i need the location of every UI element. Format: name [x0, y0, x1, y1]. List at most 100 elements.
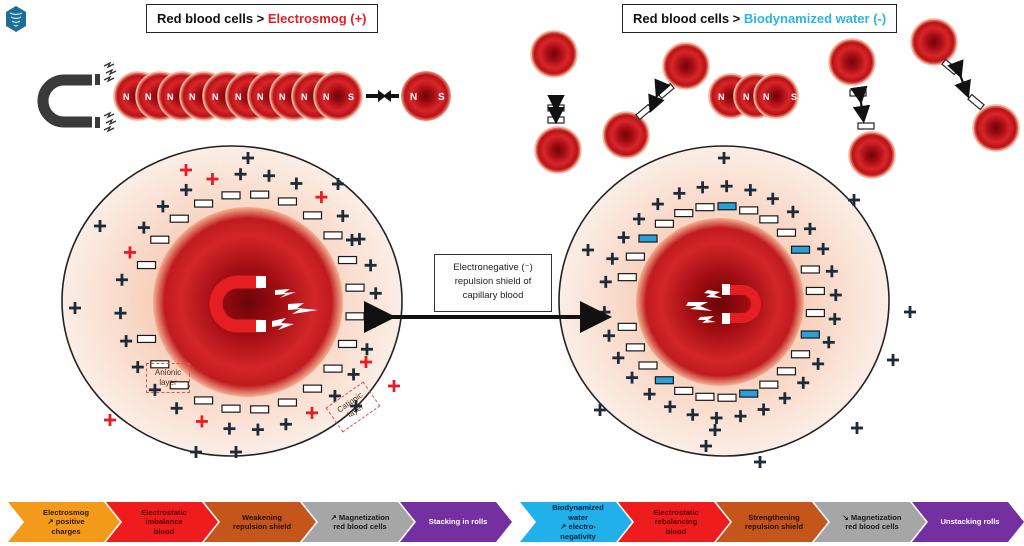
- right-panel-title: Red blood cells > Biodynamized water (-): [622, 4, 898, 33]
- negative-charge-marker: [849, 89, 867, 97]
- single-cell-pole-n: N: [410, 92, 417, 103]
- negative-charge-marker: [967, 93, 985, 111]
- positive-charge-red: [104, 414, 116, 426]
- positive-charge: [797, 376, 810, 389]
- positive-charge: [599, 275, 612, 288]
- negative-charge: [302, 211, 323, 220]
- process-flow-left: [8, 502, 512, 542]
- positive-charge-red: [360, 356, 372, 368]
- process-step-right-5-label: Unstacking rolls: [940, 517, 1000, 527]
- negative-charge: [337, 255, 358, 265]
- pole-label-n: N: [743, 92, 750, 102]
- magnet-icon-left-cell: [209, 275, 266, 333]
- process-step-right-4: [814, 502, 926, 542]
- positive-charge-red: [180, 164, 192, 176]
- positive-charge: [115, 273, 128, 286]
- positive-charge: [582, 244, 594, 256]
- negative-charge: [776, 367, 797, 376]
- pole-label-n: N: [257, 92, 264, 102]
- positive-charge: [828, 313, 841, 326]
- negative-charge: [674, 386, 694, 395]
- process-step-left-3-label: Weakening repulsion shield: [232, 512, 292, 532]
- attract-arrows: [366, 90, 399, 102]
- process-step-right-1-label: Biodynamized water ↗ electro- negativity: [552, 503, 604, 541]
- process-step-left-2: [106, 502, 218, 542]
- positive-charge: [137, 221, 150, 234]
- process-step-left-5: [400, 502, 512, 542]
- pole-label-s: S: [348, 92, 354, 102]
- negative-charge: [654, 219, 674, 228]
- stacked-red-blood-cell: [753, 73, 799, 119]
- positive-charge: [263, 169, 276, 182]
- positive-charge: [651, 198, 664, 211]
- positive-charge: [632, 212, 645, 225]
- left-title-prefix: Red blood cells >: [157, 11, 268, 26]
- negative-charge: [617, 273, 637, 282]
- negative-charge: [193, 396, 214, 405]
- negative-charge: [776, 228, 797, 237]
- positive-charge: [700, 440, 712, 452]
- negative-charge: [277, 398, 298, 407]
- positive-charge: [778, 392, 791, 405]
- right-title-highlight: Biodynamized water (-): [743, 11, 887, 26]
- process-flow-right: [520, 502, 1024, 542]
- repulsion-arrow: [648, 78, 671, 114]
- positive-charge: [347, 368, 360, 381]
- spark-icon-left-cell: [272, 289, 318, 330]
- process-step-right-3-label: Strengthening repulsion shield: [744, 512, 804, 532]
- process-step-right-1: [520, 502, 632, 542]
- pole-label-n: N: [167, 92, 174, 102]
- positive-charge-red: [388, 380, 400, 392]
- positive-charge: [350, 400, 362, 412]
- positive-charge: [180, 183, 193, 196]
- process-step-left-1: [8, 502, 120, 542]
- red-blood-cell: [828, 38, 876, 86]
- positive-charge: [360, 343, 373, 356]
- process-step-right-5: [912, 502, 1024, 542]
- left-title-highlight: Electrosmog (+): [267, 11, 367, 26]
- positive-charge: [710, 411, 723, 424]
- process-step-right-2-label: Electrostatic rebalancing blood: [653, 507, 699, 536]
- negative-charge: [136, 260, 157, 270]
- red-blood-cell: [530, 30, 578, 78]
- positive-charge: [230, 446, 242, 458]
- positive-charge: [364, 259, 377, 272]
- positive-charge: [664, 400, 677, 413]
- negative-charge: [193, 199, 214, 208]
- positive-charge-red: [123, 246, 136, 259]
- positive-charge: [643, 388, 656, 401]
- spark-icon-right-cell: [686, 290, 722, 323]
- negative-charge-blue: [790, 245, 811, 254]
- horseshoe-magnet-icon: [37, 74, 100, 128]
- positive-charge: [848, 194, 860, 206]
- center-label-line-2: repulsion shield of: [454, 276, 532, 287]
- negative-charge: [805, 308, 825, 318]
- pole-label-s: S: [791, 92, 797, 102]
- red-blood-cell: [662, 42, 710, 90]
- pole-label-n: N: [279, 92, 286, 102]
- pole-label-n: N: [301, 92, 308, 102]
- positive-charge: [242, 152, 254, 164]
- negative-charge: [221, 191, 241, 200]
- negative-charge: [625, 343, 645, 352]
- positive-charge: [332, 178, 344, 190]
- pole-label-n: N: [763, 92, 770, 102]
- negative-charge: [625, 252, 645, 261]
- negative-charge: [150, 235, 170, 244]
- red-blood-cell: [910, 18, 958, 66]
- negative-charge: [617, 322, 637, 331]
- negative-charge-marker: [635, 103, 653, 121]
- pole-label-n: N: [235, 92, 242, 102]
- spark-icons-magnet: [103, 61, 117, 133]
- negative-charge-marker: [941, 58, 959, 76]
- positive-charge: [148, 383, 161, 396]
- positive-charge: [290, 177, 303, 190]
- positive-charge: [69, 302, 81, 314]
- negative-charge-marker: [657, 82, 675, 100]
- tornado-logo-icon: [6, 6, 26, 32]
- single-cell-pole-s: S: [438, 92, 445, 103]
- pole-label-n: N: [189, 92, 196, 102]
- positive-charge: [223, 422, 236, 435]
- negative-charge: [136, 334, 157, 344]
- positive-charge: [754, 456, 766, 468]
